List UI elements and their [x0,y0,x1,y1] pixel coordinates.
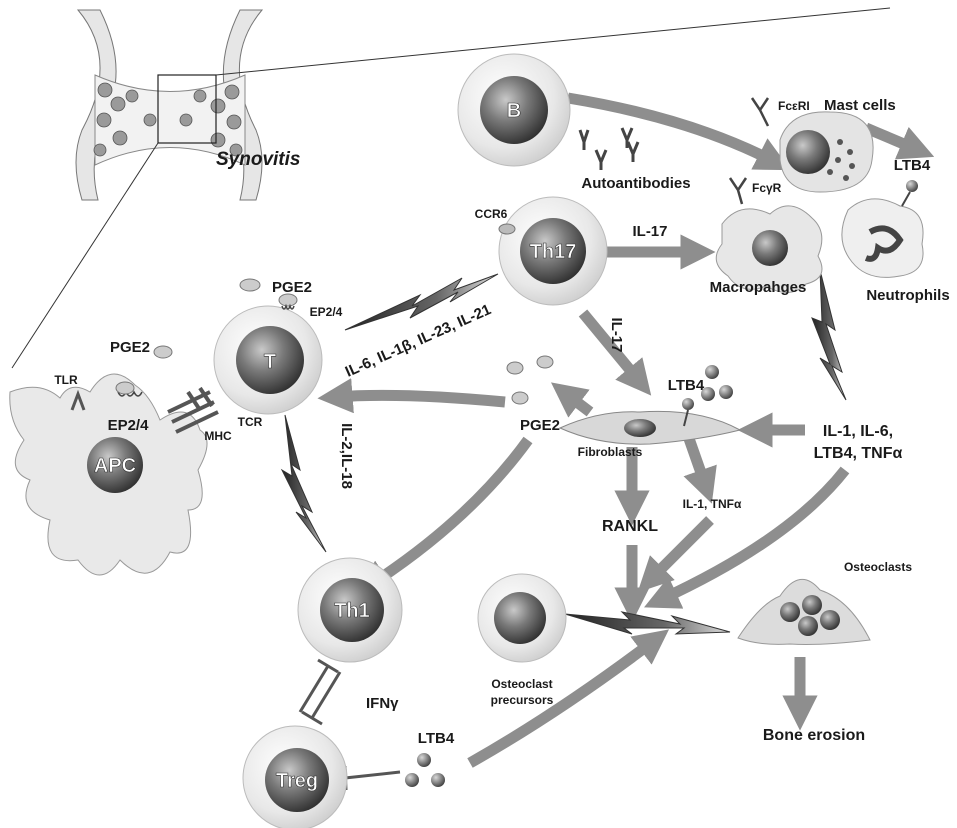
svg-text:Th1: Th1 [334,600,370,622]
bolt-t-to-th1 [282,415,326,552]
joint-inset [76,10,262,200]
fc-epsilon-receptor-icon [752,98,768,126]
fc-gamma-receptor-icon [730,178,746,204]
arrow-fib-to-pge2 [565,393,590,412]
th1-inhibits-treg [312,672,340,718]
mhc-label: MHC [204,429,232,443]
fc-gamma-r-label: FcγR [752,181,782,195]
ltb4-bottom-label: LTB4 [418,730,455,747]
svg-text:APC: APC [94,455,136,477]
il17-top-label: IL-17 [632,223,667,240]
il2-il18-label: IL-2,IL-18 [338,423,355,489]
pge2-molecules [507,356,553,404]
ifn-gamma-label: IFNγ [366,695,399,712]
il17-mid-label: IL-17 [608,317,625,352]
osteoclasts-label: Osteoclasts [844,560,912,574]
fc-epsilon-ri-label: FcεRI [778,99,810,113]
treg-inhibits-th1 [300,666,328,712]
apc-cell: APC [10,374,207,575]
ltb4-bottom-molecules [405,753,445,787]
macrophages-label: Macropahges [710,279,807,296]
arrow-pge2-to-t [335,395,505,402]
tlr-label: TLR [54,373,78,387]
svg-text:T: T [264,351,276,373]
arrow-il1-to-osteo [650,520,710,580]
antibody-icon-group [580,128,638,170]
neutrophils-label: Neutrophils [866,287,949,304]
neutrophil [842,180,923,277]
osteoclast-precursors-line1: Osteoclast [491,677,552,691]
il1-tnfa-label: IL-1, TNFα [683,497,742,511]
fibroblasts-label: Fibroblasts [578,445,643,459]
ltb4-inhibits-treg [345,772,400,778]
bone-erosion-label: Bone erosion [763,727,865,744]
pge2-left-label: PGE2 [110,339,150,356]
arrow-pge2-to-th1 [370,440,528,585]
bolt-macrophage-down [812,270,846,400]
ltb4-mast-label: LTB4 [894,157,931,174]
cytokines-right-line2: LTB4, TNFα [814,445,903,462]
t-cell: T [214,279,322,414]
arrow-mast-to-ltb4 [866,128,918,150]
ltb4-fib-molecules [701,365,733,401]
mast-cells-label: Mast cells [824,97,896,114]
cytokines-right-line1: IL-1, IL-6, [823,423,893,440]
pge2-left-molecule [154,346,172,358]
osteoclast-precursor-cell [478,574,566,662]
svg-text:B: B [507,100,521,122]
zoom-line-top [216,8,890,75]
ep24-t-label: EP2/4 [310,305,343,319]
rankl-label: RANKL [602,518,658,535]
ep24-apc-label: EP2/4 [108,417,150,434]
tcr-label: TCR [238,415,263,429]
th17-cell: Th17 [499,197,607,305]
osteoclast [738,579,870,644]
th1-cell: Th1 [298,558,402,662]
arrow-b-to-macrophage [568,98,775,162]
b-cell: B [458,54,570,166]
mast-cell [780,112,873,192]
ccr6-label: CCR6 [475,207,508,221]
treg-cell: Treg [243,726,347,828]
pge2-fib-label: PGE2 [520,417,560,434]
ltb4-fib-label: LTB4 [668,377,705,394]
bolt-precursor-to-osteo [565,612,730,634]
svg-text:Treg: Treg [276,770,318,792]
autoantibodies-label: Autoantibodies [581,175,690,192]
pge2-t-label: PGE2 [272,279,312,296]
osteoclast-precursors-line2: precursors [491,693,554,707]
svg-text:Th17: Th17 [530,241,577,263]
synovitis-label: Synovitis [216,149,300,170]
